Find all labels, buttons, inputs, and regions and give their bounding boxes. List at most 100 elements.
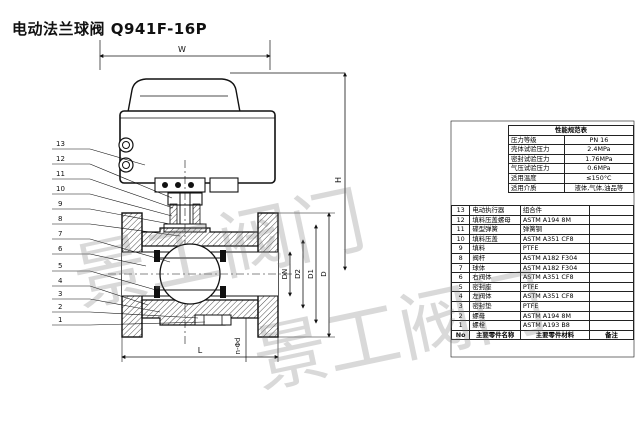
svg-text:12: 12 xyxy=(56,155,65,163)
dim-l-label: L xyxy=(198,346,203,355)
part-material: 组合件 xyxy=(519,205,591,216)
svg-text:11: 11 xyxy=(56,170,65,178)
part-material: ASTM A351 CF8 xyxy=(519,233,591,245)
perf-label: 气压试验压力 xyxy=(508,163,565,174)
drawing-title: 电动法兰球阀 Q941F-16P xyxy=(12,20,208,38)
dimension-diameters: DN D2 D1 D xyxy=(278,212,335,338)
part-name: 球体 xyxy=(469,262,521,274)
part-no: 13 xyxy=(450,205,471,216)
svg-text:13: 13 xyxy=(56,140,65,148)
part-no: 4 xyxy=(450,291,471,302)
part-material: 弹簧钢 xyxy=(519,224,591,235)
part-name: 螺栓 xyxy=(469,320,521,331)
part-name: 螺母 xyxy=(469,310,521,322)
part-no: 8 xyxy=(450,252,471,264)
svg-text:10: 10 xyxy=(56,185,65,193)
perf-value: 2.4MPa xyxy=(563,144,635,155)
callout-8: 8 xyxy=(52,215,181,237)
svg-text:8: 8 xyxy=(58,215,62,223)
part-no: 12 xyxy=(450,214,471,226)
perf-label: 密封试验压力 xyxy=(508,153,565,165)
svg-text:1: 1 xyxy=(58,316,62,324)
dim-n-phi-d-label: n-Φd xyxy=(234,338,242,355)
part-remark xyxy=(589,272,634,283)
svg-text:6: 6 xyxy=(58,245,63,253)
dim-dn-label: DN xyxy=(281,269,289,280)
part-material: ASTM A194 8M xyxy=(519,310,591,322)
dimension-h: H xyxy=(230,72,347,271)
callout-5: 5 xyxy=(52,262,157,291)
callout-1: 1 xyxy=(52,316,206,326)
part-name: 密封垫 xyxy=(469,300,521,312)
callout-12: 12 xyxy=(52,155,173,199)
svg-text:9: 9 xyxy=(58,200,62,208)
part-no: 6 xyxy=(450,272,471,283)
part-no: 11 xyxy=(450,224,471,235)
dim-d1-label: D1 xyxy=(307,269,315,279)
perf-value: 0.6MPa xyxy=(563,163,635,174)
part-no: 2 xyxy=(450,310,471,322)
part-name: 电动执行器 xyxy=(469,205,521,216)
part-name: 左阀体 xyxy=(469,291,521,302)
dim-h-label: H xyxy=(334,177,343,183)
parts-header-cell: 备注 xyxy=(589,329,634,341)
part-remark xyxy=(589,320,634,331)
part-material: PTFE xyxy=(519,281,591,293)
svg-text:2: 2 xyxy=(58,303,62,311)
part-material: ASTM A351 CF8 xyxy=(519,291,591,302)
part-name: 填料 xyxy=(469,243,521,254)
part-no: 5 xyxy=(450,281,471,293)
callout-4: 4 xyxy=(52,277,149,306)
callout-13: 13 xyxy=(52,140,146,166)
svg-text:7: 7 xyxy=(58,230,62,238)
perf-value: PN 16 xyxy=(563,134,635,146)
part-name: 密封座 xyxy=(469,281,521,293)
dim-d-label: D xyxy=(320,271,328,276)
callout-10: 10 xyxy=(52,185,173,217)
part-name: 填料压盖 xyxy=(469,233,521,245)
part-no: 7 xyxy=(450,262,471,274)
parts-header-cell: No xyxy=(450,329,471,341)
part-material: ASTM A194 8M xyxy=(519,214,591,226)
perf-value: 1.76MPa xyxy=(563,153,635,165)
callout-3: 3 xyxy=(52,290,161,313)
valve-body-section xyxy=(108,212,300,338)
perf-label: 壳体试验压力 xyxy=(508,144,565,155)
part-remark xyxy=(589,214,634,226)
part-material: ASTM A193 B8 xyxy=(519,320,591,331)
part-name: 碟型弹簧 xyxy=(469,224,521,235)
part-material: PTFE xyxy=(519,300,591,312)
dimension-l: L n-Φd xyxy=(121,318,279,362)
dimension-w: W xyxy=(99,40,271,70)
part-remark xyxy=(589,243,634,254)
part-material: ASTM A351 CF8 xyxy=(519,272,591,283)
parts-header-cell: 主要零件材料 xyxy=(519,329,591,341)
perf-label: 适用介质 xyxy=(508,182,565,194)
callout-2: 2 xyxy=(52,303,199,319)
perf-row: 适用温度≤150°C xyxy=(508,172,635,184)
part-name: 右阀体 xyxy=(469,272,521,283)
callout-6: 6 xyxy=(52,245,147,267)
electric-actuator xyxy=(118,78,276,193)
part-callouts: 13 12 11 10 9 8 7 6 5 4 3 2 1 xyxy=(52,140,206,326)
part-remark xyxy=(589,233,634,245)
part-material: ASTM A182 F304 xyxy=(519,252,591,264)
perf-value: 液体,气体,油品等 xyxy=(563,182,635,194)
